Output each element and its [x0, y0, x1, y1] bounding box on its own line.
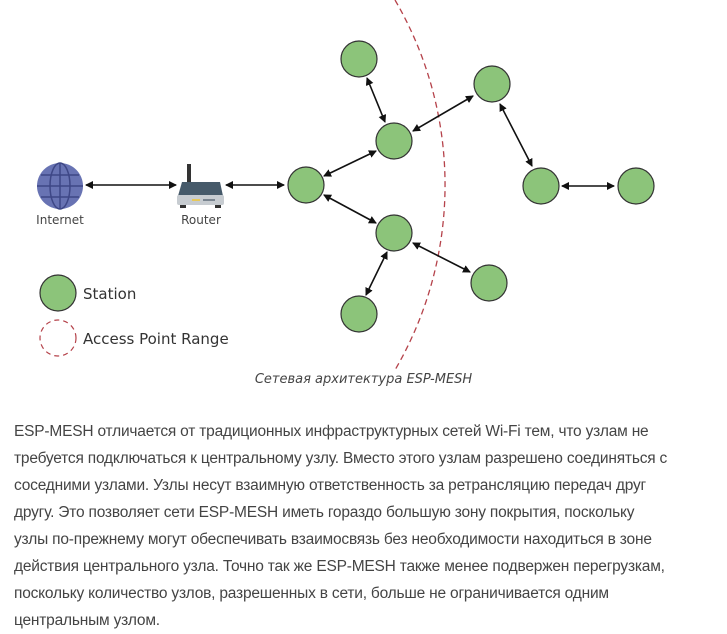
paragraph-line: требуется подключаться к центральному уз… [14, 450, 668, 467]
link [323, 150, 377, 177]
figure-caption: Сетевая архитектура ESP-MESH [254, 372, 473, 387]
paragraph-line: узлы по-прежнему могут обеспечивать взаи… [14, 531, 652, 548]
paragraph-line: соседними узлами. Узлы несут взаимную от… [14, 477, 646, 494]
link [412, 242, 471, 273]
link [412, 95, 474, 132]
mesh-network-diagram: Internet Router Station Access Point Ran… [36, 0, 655, 371]
link [365, 77, 387, 123]
legend-station-icon [39, 274, 77, 312]
station-node [473, 65, 511, 103]
links [85, 77, 615, 296]
legend-range-label: Access Point Range [83, 330, 229, 348]
station-node [287, 166, 325, 204]
paragraph-line: ESP-MESH отличается от традиционных инфр… [14, 423, 649, 440]
router-icon [177, 164, 224, 208]
paragraph-line: другу. Это позволяет сети ESP-MESH иметь… [14, 504, 635, 521]
legend-range-icon [39, 319, 77, 357]
station-node [340, 40, 378, 78]
link [323, 194, 377, 224]
link [499, 103, 533, 167]
station-node [375, 122, 413, 160]
paragraph-line: центральным узлом. [14, 612, 160, 629]
internet-label: Internet [36, 213, 84, 227]
station-node [470, 264, 508, 302]
legend-station-label: Station [83, 285, 136, 303]
description-paragraph: ESP-MESH отличается от традиционных инфр… [14, 418, 667, 634]
router-label: Router [181, 213, 221, 227]
paragraph-line: поскольку количество узлов, разрешенных … [14, 585, 609, 602]
station-node [522, 167, 560, 205]
station-node [617, 167, 655, 205]
globe-icon [37, 162, 83, 210]
access-point-range-arc [394, 0, 446, 371]
station-node [375, 214, 413, 252]
station-node [340, 295, 378, 333]
link [365, 251, 388, 296]
paragraph-line: действия центрального узла. Точно так же… [14, 558, 665, 575]
